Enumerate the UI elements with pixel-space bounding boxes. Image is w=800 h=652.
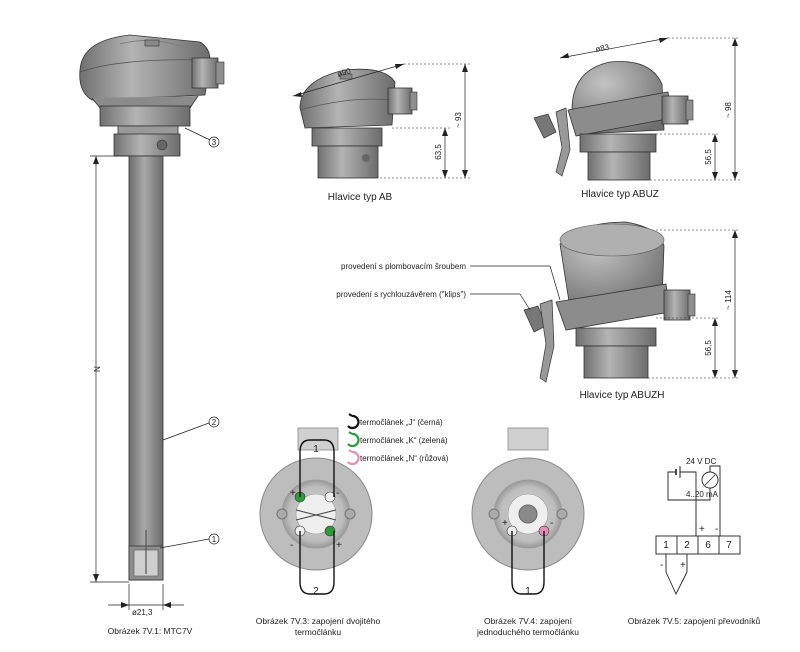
transmitter-supply: 24 V DC [686,457,716,466]
single-sign-1: + [502,518,508,529]
terminal-1: 1 [663,540,669,551]
ab-diameter: ø90 [336,66,352,79]
legend [347,413,360,466]
dual-sign-2: - [336,488,339,499]
head-abuzh-drawing [470,221,740,383]
terminal-6: 6 [705,540,711,551]
legend-icon-n [347,449,360,466]
probe-drawing [79,34,225,610]
dim-n-label: N [93,366,102,372]
caption-transmitter: Obrázek 7V.5: zapojení převodníků [628,616,761,626]
caption-single-1: Obrázek 7V.4: zapojení [484,616,573,626]
abuz-height-1: 56,5 [704,149,713,165]
legend-n: termočlánek „N“ (růžová) [360,454,449,463]
callout-2: 2 [212,418,217,427]
legend-icon-j [347,413,360,430]
caption-dual-1: Obrázek 7V.3: zapojení dvojitého [256,616,381,626]
dual-sign-1: + [290,488,296,499]
dual-sign-4: - [290,540,293,551]
legend-j: termočlánek „J“ (černá) [360,418,443,427]
abuzh-height-2: ~ 114 [724,290,733,310]
ab-title: Hlavice typ AB [328,192,393,203]
dual-sign-3: + [336,540,342,551]
dim-diameter-label: ø21,3 [132,608,153,617]
wiring-single-drawing [471,427,585,595]
transmitter-current: 4..20 mA [686,490,719,499]
legend-icon-k [347,431,360,448]
dual-num-top: 1 [313,444,319,455]
single-sign-2: - [550,518,553,529]
transmitter-minus: - [715,524,718,535]
legend-k: termočlánek „K“ (zelená) [360,436,448,445]
abuzh-height-1: 56,5 [704,340,713,356]
terminal-7: 7 [726,540,732,551]
abuz-height-2: ~ 98 [724,102,733,118]
label-plomba: provedení s plombovacím šroubem [341,262,466,271]
input-plus: + [680,560,686,571]
head-ab-drawing [292,63,470,179]
callout-3: 3 [212,138,217,147]
ab-height-2: ~ 93 [454,112,463,128]
terminal-2: 2 [684,540,690,551]
transmitter-plus: + [699,524,705,535]
input-minus: - [660,560,663,571]
abuz-diameter: ø83 [595,42,611,54]
transmitter-drawing [655,465,741,596]
label-klips: provedení s rychlouzávěrem ("klips") [336,290,466,299]
dual-num-bottom: 2 [313,586,319,597]
abuzh-title: Hlavice typ ABUZH [579,390,664,401]
caption-dual-2: termočlánku [295,627,342,637]
abuz-title: Hlavice typ ABUZ [581,189,659,200]
callout-1: 1 [212,535,217,544]
ab-height-1: 63,5 [434,144,443,160]
caption-single-2: jednoduchého termočlánku [476,627,579,637]
head-abuz-drawing [533,37,740,181]
wiring-dual-drawing [259,427,373,595]
caption-probe: Obrázek 7V.1: MTC7V [108,626,193,636]
single-num-bottom: 1 [525,586,531,597]
